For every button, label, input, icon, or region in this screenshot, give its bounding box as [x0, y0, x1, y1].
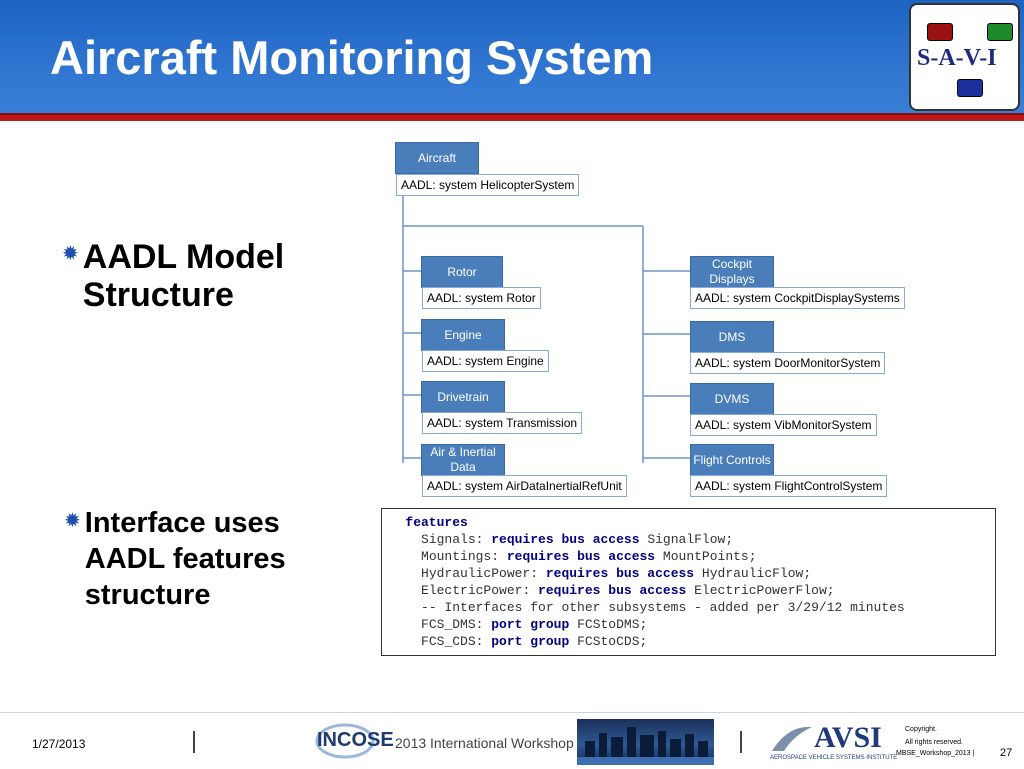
code-comment: -- Interfaces for other subsystems - add… — [382, 599, 995, 616]
code-line: Signals: requires bus access SignalFlow; — [421, 532, 734, 547]
aadl-features-code: features Signals: requires bus access Si… — [381, 508, 996, 656]
bullet-aadl-model: ✹ AADL Model Structure — [62, 238, 293, 314]
code-keyword: port — [491, 634, 523, 649]
code-keyword: requires — [491, 532, 554, 547]
code-keyword: features — [405, 515, 468, 530]
node-rotor-head: Rotor — [421, 256, 503, 288]
node-dvms-body: AADL: system VibMonitorSystem — [690, 414, 877, 436]
code-keyword: port — [491, 617, 523, 632]
node-flight-head: Flight Controls — [690, 444, 774, 476]
node-flight-body: AADL: system FlightControlSystem — [690, 475, 888, 497]
savi-logo: S-A-V-I — [909, 3, 1020, 111]
code-line: Mountings: requires bus access MountPoin… — [421, 549, 757, 564]
code-feature-type: FCStoCDS — [577, 634, 640, 649]
header-divider — [0, 113, 1024, 121]
avsi-wing-icon — [772, 726, 812, 751]
aadl-structure-diagram: Aircraft AADL: system HelicopterSystem R… — [390, 138, 920, 508]
page-number: 27 — [1000, 747, 1013, 759]
code-line: FCS_DMS: port group FCStoDMS; — [421, 617, 648, 632]
node-engine-head: Engine — [421, 319, 505, 351]
node-cockpit-head: Cockpit Displays — [690, 256, 774, 288]
copyright-line: All rights reserved. — [905, 739, 963, 746]
incose-swirl-icon — [315, 723, 375, 759]
node-dms-head: DMS — [690, 321, 774, 353]
slide-title: Aircraft Monitoring System — [50, 31, 654, 84]
code-keyword: requires — [506, 549, 570, 564]
logo-red-block — [927, 23, 953, 41]
code-keyword: bus — [608, 583, 632, 598]
code-line: ElectricPower: requires bus access Elect… — [421, 583, 835, 598]
logo-green-block — [987, 23, 1013, 41]
code-feature-name: Signals — [421, 532, 476, 547]
bullet-star-icon: ✹ — [64, 510, 81, 532]
incose-name: INCOSE — [317, 729, 394, 751]
node-rotor-body: AADL: system Rotor — [422, 287, 541, 309]
code-keyword: requires — [545, 566, 609, 581]
code-feature-name: ElectricPower — [421, 583, 523, 598]
code-keyword: bus — [616, 566, 640, 581]
code-feature-type: SignalFlow — [647, 532, 726, 547]
node-aircraft-head: Aircraft — [395, 142, 479, 174]
avsi-name: AVSI — [814, 721, 882, 754]
copyright-line: Copyright. — [905, 726, 937, 733]
bullet-star-icon: ✹ — [62, 243, 79, 265]
node-engine-body: AADL: system Engine — [422, 350, 549, 372]
code-keyword: requires — [538, 583, 601, 598]
footer-separator — [193, 731, 195, 753]
incose-logo: INCOSE 2013 International Workshop — [315, 721, 575, 763]
incose-workshop: 2013 International Workshop — [395, 735, 574, 751]
bullet-text: Interface uses AADL features structure — [84, 507, 286, 611]
code-keyword: bus — [561, 532, 585, 547]
skyline-icon — [577, 727, 714, 765]
node-cockpit-body: AADL: system CockpitDisplaySystems — [690, 287, 905, 309]
copyright-notice: Copyright. All rights reserved. — [905, 723, 963, 749]
doc-name: MBSE_Workshop_2013 | — [896, 750, 975, 757]
code-keyword: access — [647, 566, 695, 581]
slide-footer: 1/27/2013 INCOSE 2013 International Work… — [0, 712, 1024, 769]
code-line: HydraulicPower: requires bus access Hydr… — [421, 566, 812, 581]
code-feature-name: HydraulicPower — [421, 566, 531, 581]
diagram-connectors — [402, 196, 690, 463]
footer-separator — [740, 731, 742, 753]
code-feature-name: FCS_CDS — [421, 634, 476, 649]
code-keyword: access — [592, 532, 640, 547]
avsi-logo: AVSI AEROSPACE VEHICLE SYSTEMS INSTITUTE — [770, 719, 898, 765]
code-feature-name: Mountings — [421, 549, 492, 564]
bullet-text: AADL Model Structure — [82, 238, 285, 314]
node-dvms-head: DVMS — [690, 383, 774, 415]
logo-blue-block — [957, 79, 983, 97]
code-feature-type: FCStoDMS — [577, 617, 640, 632]
code-keyword: access — [608, 549, 656, 564]
code-feature-name: FCS_DMS — [421, 617, 476, 632]
code-feature-type: HydraulicFlow — [701, 566, 804, 581]
footer-date: 1/27/2013 — [32, 737, 86, 751]
code-line: FCS_CDS: port group FCStoCDS; — [421, 634, 648, 649]
code-feature-type: ElectricPowerFlow — [694, 583, 827, 598]
node-drivetrain-head: Drivetrain — [421, 381, 505, 413]
avsi-subtitle: AEROSPACE VEHICLE SYSTEMS INSTITUTE — [770, 755, 898, 761]
node-drivetrain-body: AADL: system Transmission — [422, 412, 583, 434]
node-dms-body: AADL: system DoorMonitorSystem — [690, 352, 886, 374]
code-keyword: bus — [577, 549, 601, 564]
node-aircraft-body: AADL: system HelicopterSystem — [396, 174, 580, 196]
code-keyword: group — [530, 634, 570, 649]
code-keyword: access — [639, 583, 687, 598]
city-skyline-image — [577, 719, 714, 765]
code-line: features — [382, 514, 995, 531]
code-comment-text: -- Interfaces for other subsystems - add… — [421, 600, 905, 615]
code-feature-type: MountPoints — [662, 549, 749, 564]
slide-header: Aircraft Monitoring System — [0, 0, 1024, 113]
node-airdata-body: AADL: system AirDataInertialRefUnit — [422, 475, 627, 497]
code-keyword: group — [530, 617, 570, 632]
bullet-interface: ✹ Interface uses AADL features structure — [64, 505, 345, 613]
logo-text: S-A-V-I — [917, 45, 997, 71]
node-airdata-head: Air & Inertial Data — [421, 444, 505, 476]
